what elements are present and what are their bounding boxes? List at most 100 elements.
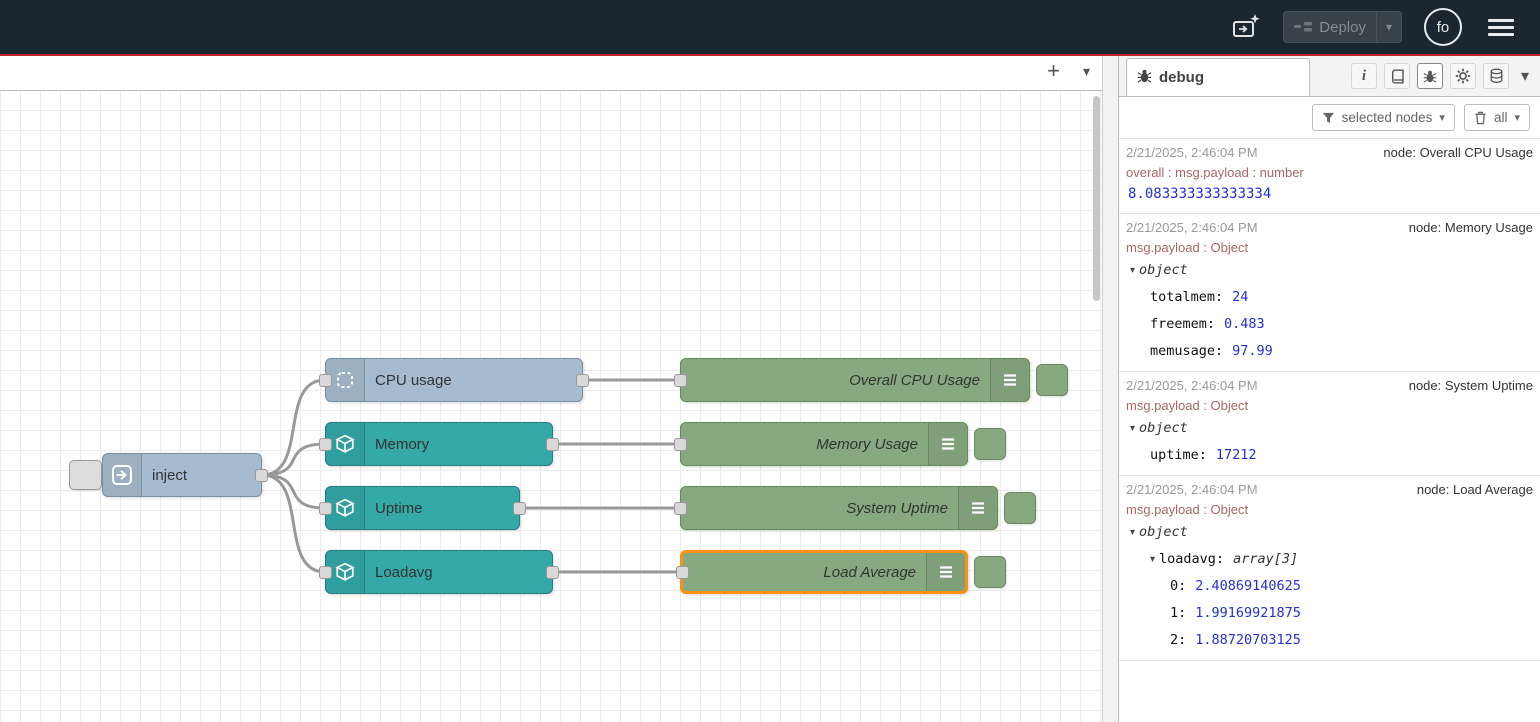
node-label: Memory Usage (681, 436, 928, 453)
filter-nodes-button[interactable]: selected nodes ▾ (1312, 104, 1455, 131)
tab-help[interactable] (1384, 63, 1410, 89)
property-value: 0.483 (1224, 316, 1265, 332)
object-label: object (1139, 420, 1188, 436)
sidebar-splitter[interactable] (1102, 56, 1119, 722)
flow-canvas[interactable]: inject CPU usage Memory (0, 56, 1102, 722)
flow-list-chevron-icon[interactable]: ▾ (1083, 63, 1090, 80)
user-avatar[interactable]: fo (1424, 8, 1462, 46)
debug-toggle-button[interactable] (1036, 364, 1068, 396)
debug-list-icon (958, 487, 997, 529)
message-node-name: node: Overall CPU Usage (1383, 143, 1533, 163)
sidebar-tab-label: debug (1159, 69, 1204, 86)
info-icon: i (1362, 68, 1366, 85)
debug-message[interactable]: 2/21/2025, 2:46:04 PM node: Memory Usage… (1119, 214, 1540, 372)
input-port[interactable] (319, 374, 332, 387)
tab-info[interactable]: i (1351, 63, 1377, 89)
node-debug-memory-usage[interactable]: Memory Usage (680, 422, 968, 466)
canvas-scrollbar[interactable] (1093, 96, 1100, 301)
node-loadavg[interactable]: Loadavg (325, 550, 553, 594)
output-port[interactable] (513, 502, 526, 515)
object-row[interactable]: ▾object (1124, 519, 1535, 546)
property-row: 2:1.88720703125 (1124, 627, 1535, 654)
node-memory[interactable]: Memory (325, 422, 553, 466)
property-value: 17212 (1216, 447, 1257, 463)
debug-toggle-button[interactable] (1004, 492, 1036, 524)
chevron-down-icon: ▾ (1514, 111, 1520, 124)
tab-context[interactable] (1483, 63, 1509, 89)
node-inject[interactable]: inject (102, 453, 262, 497)
node-uptime[interactable]: Uptime (325, 486, 520, 530)
database-icon (1489, 68, 1504, 84)
debug-toolbar: selected nodes ▾ all ▾ (1119, 97, 1540, 139)
message-path: msg.payload : Object (1124, 238, 1535, 257)
input-port[interactable] (319, 438, 332, 451)
wire[interactable] (262, 444, 325, 475)
inject-trigger-button[interactable] (69, 460, 102, 490)
add-flow-button[interactable]: + (1047, 58, 1060, 84)
property-row: freemem:0.483 (1124, 311, 1535, 338)
node-cpu-usage[interactable]: CPU usage (325, 358, 583, 402)
book-icon (1390, 69, 1405, 84)
node-label: Load Average (683, 564, 926, 581)
collapse-arrow-icon[interactable]: ▾ (1130, 519, 1135, 546)
sidebar-tab-bar: debug i (1119, 56, 1540, 97)
property-row: memusage:97.99 (1124, 338, 1535, 365)
header-bar: Deploy ▾ fo (0, 0, 1540, 54)
input-port[interactable] (319, 566, 332, 579)
trash-icon (1474, 111, 1487, 125)
tab-debug[interactable]: debug (1126, 58, 1310, 96)
collapse-arrow-icon[interactable]: ▾ (1130, 257, 1135, 284)
message-node-name: node: Memory Usage (1409, 218, 1533, 238)
node-label: System Uptime (681, 500, 958, 517)
deploy-options-chevron-icon[interactable]: ▾ (1377, 20, 1401, 34)
node-label: Overall CPU Usage (681, 372, 990, 389)
input-port[interactable] (674, 438, 687, 451)
debug-message[interactable]: 2/21/2025, 2:46:04 PM node: System Uptim… (1119, 372, 1540, 476)
property-row: 0:2.40869140625 (1124, 573, 1535, 600)
tab-debug-icon[interactable] (1417, 63, 1443, 89)
input-port[interactable] (674, 502, 687, 515)
message-value: 8.083333333333334 (1124, 182, 1535, 207)
object-label: object (1139, 262, 1188, 278)
message-path: msg.payload : Object (1124, 396, 1535, 415)
debug-message[interactable]: 2/21/2025, 2:46:04 PM node: Load Average… (1119, 476, 1540, 661)
node-label: CPU usage (365, 372, 582, 389)
node-label: Uptime (365, 500, 519, 517)
debug-list-icon (990, 359, 1029, 401)
sidebar-options-chevron-icon[interactable]: ▾ (1516, 63, 1534, 89)
node-debug-load-average[interactable]: Load Average (680, 550, 968, 594)
bug-icon (1423, 69, 1437, 84)
object-row[interactable]: ▾object (1124, 257, 1535, 284)
message-timestamp: 2/21/2025, 2:46:04 PM (1126, 218, 1258, 238)
output-port[interactable] (576, 374, 589, 387)
input-port[interactable] (674, 374, 687, 387)
array-row[interactable]: ▾loadavg:array[3] (1124, 546, 1535, 573)
object-label: object (1139, 524, 1188, 540)
debug-toggle-button[interactable] (974, 428, 1006, 460)
node-debug-overall-cpu-usage[interactable]: Overall CPU Usage (680, 358, 1030, 402)
input-port[interactable] (676, 566, 689, 579)
message-path: overall : msg.payload : number (1124, 163, 1535, 182)
debug-toggle-button[interactable] (974, 556, 1006, 588)
property-key: 0: (1170, 578, 1186, 594)
node-debug-system-uptime[interactable]: System Uptime (680, 486, 998, 530)
output-port[interactable] (546, 438, 559, 451)
output-port[interactable] (255, 469, 268, 482)
wire[interactable] (262, 475, 325, 508)
input-port[interactable] (319, 502, 332, 515)
assistant-icon[interactable] (1231, 13, 1261, 41)
property-value: 1.99169921875 (1195, 605, 1301, 621)
menu-icon[interactable] (1484, 15, 1518, 40)
tab-config[interactable] (1450, 63, 1476, 89)
property-row: 1:1.99169921875 (1124, 600, 1535, 627)
array-type: array[3] (1233, 551, 1298, 567)
debug-message[interactable]: 2/21/2025, 2:46:04 PM node: Overall CPU … (1119, 139, 1540, 214)
clear-messages-button[interactable]: all ▾ (1464, 104, 1530, 131)
deploy-button[interactable]: Deploy ▾ (1283, 11, 1402, 43)
object-row[interactable]: ▾object (1124, 415, 1535, 442)
collapse-arrow-icon[interactable]: ▾ (1150, 546, 1155, 573)
output-port[interactable] (546, 566, 559, 579)
message-timestamp: 2/21/2025, 2:46:04 PM (1126, 480, 1258, 500)
property-key: totalmem: (1150, 289, 1223, 305)
collapse-arrow-icon[interactable]: ▾ (1130, 415, 1135, 442)
